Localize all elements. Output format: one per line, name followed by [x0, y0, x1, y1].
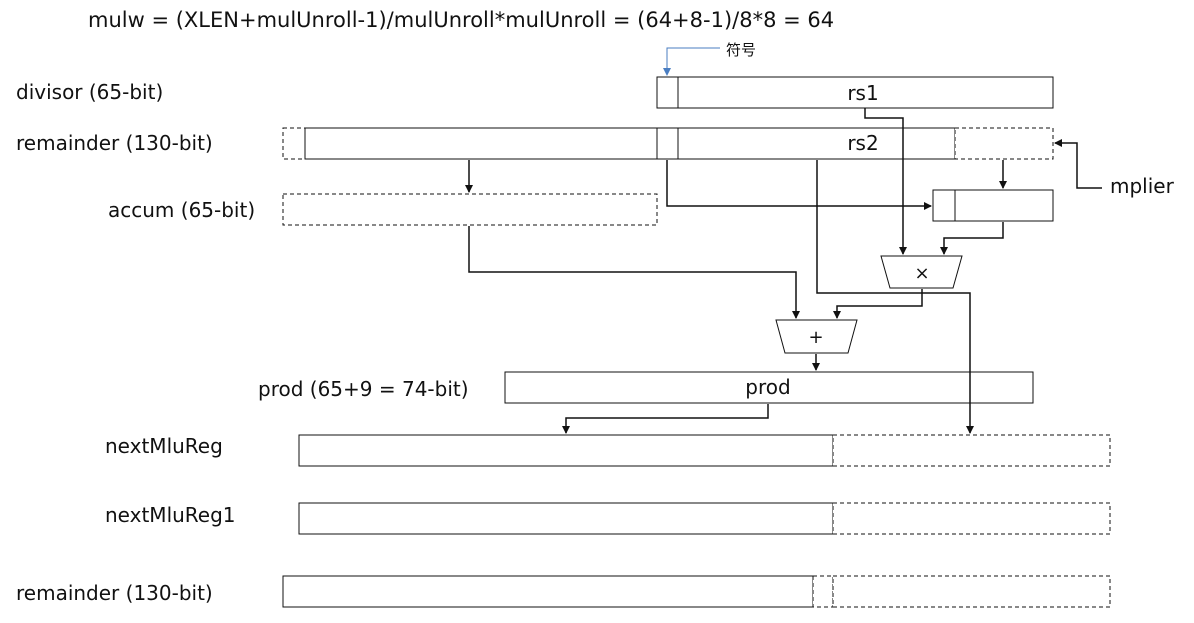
- remainder-upper-sign-cell: [282, 127, 306, 160]
- remainder-sign-cell: [656, 127, 679, 160]
- sign-pointer-arrow: [663, 47, 720, 76]
- remainder-rs2-box: [677, 127, 956, 160]
- rs1-to-multiplier-arrow: [864, 108, 907, 255]
- mplier-label: mplier: [1110, 174, 1174, 198]
- next-mlu-reg1-upper: [298, 502, 834, 535]
- rs2-bypass-line: [816, 160, 922, 294]
- multiply-symbol: ×: [914, 263, 929, 284]
- next-mlu-reg1-label: nextMluReg1: [105, 503, 236, 527]
- sign-label: 符号: [726, 41, 757, 59]
- mplier-input-arrow: [1054, 139, 1102, 189]
- remainder-upper-box: [304, 127, 658, 160]
- remainder-out-lower: [832, 575, 1111, 608]
- remainder-out-sign-cell: [812, 575, 834, 608]
- remainder-out-upper: [282, 575, 814, 608]
- next-mlu-reg-lower: [832, 434, 1111, 467]
- multiplier-to-adder-arrow: [833, 289, 923, 319]
- next-mlu-reg-upper: [298, 434, 834, 467]
- adder-unit: [775, 319, 858, 354]
- accum-register: [282, 193, 658, 226]
- prod-register: [504, 371, 1034, 404]
- divisor-box: [656, 76, 1054, 109]
- next-mlu-reg-label: nextMluReg: [105, 434, 223, 458]
- slice-to-multiplier-arrow: [940, 222, 1004, 255]
- sign-to-mplier-slice-arrow: [666, 160, 932, 210]
- mplier-slice: [932, 189, 1054, 222]
- remainder-mplier-box: [954, 127, 1054, 160]
- multiplier-unit: [880, 255, 963, 289]
- formula-text: mulw = (XLEN+mulUnroll-1)/mulUnroll*mulU…: [88, 8, 835, 32]
- remainder-register: [282, 127, 1054, 160]
- divisor-label: divisor (65-bit): [16, 80, 164, 104]
- prod-to-next-reg-arrow: [562, 404, 769, 434]
- remainder-out-label: remainder (130-bit): [16, 581, 213, 605]
- remainder-label: remainder (130-bit): [16, 131, 213, 155]
- add-symbol: +: [808, 327, 823, 348]
- prod-label: prod (65+9 = 74-bit): [258, 377, 469, 401]
- rs2-text: rs2: [847, 131, 878, 155]
- divisor-register: [656, 76, 1054, 109]
- accum-label: accum (65-bit): [108, 198, 256, 222]
- prod-text: prod: [745, 375, 790, 399]
- multiplier-to-next-reg-arrow: [922, 292, 974, 434]
- next-mlu-reg1-lower: [832, 502, 1111, 535]
- rs1-text: rs1: [847, 81, 878, 105]
- mplier-slice-box: [932, 189, 1054, 222]
- accum-to-adder-arrow: [468, 226, 800, 319]
